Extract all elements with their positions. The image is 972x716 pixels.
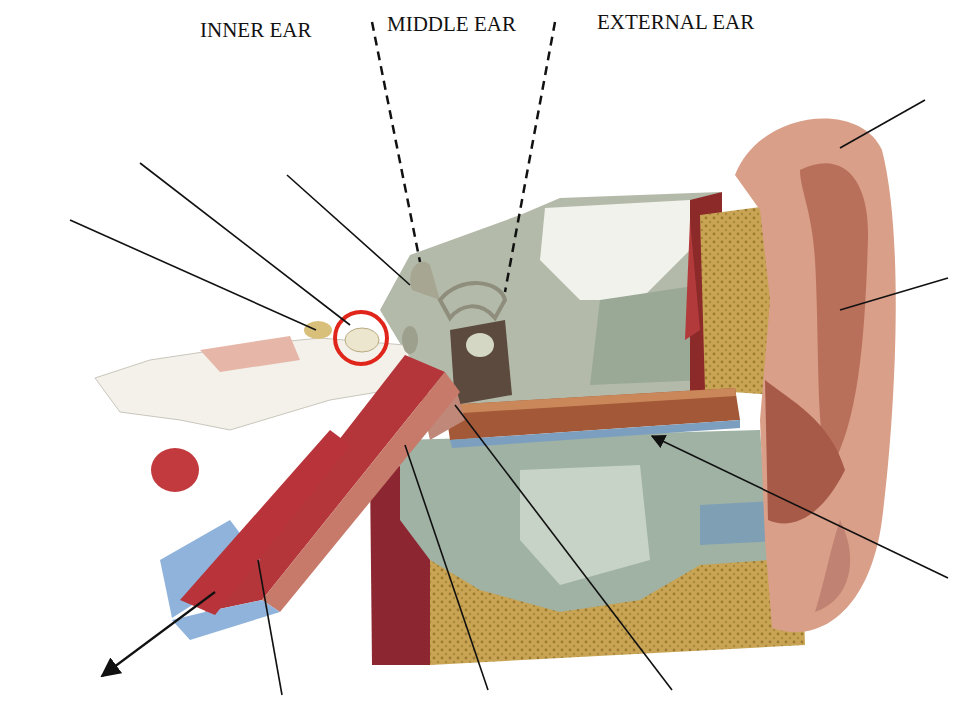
region-label: INNER EAR (198, 19, 313, 42)
region-divider (372, 22, 555, 292)
region-label: MIDDLE EAR (385, 13, 518, 36)
region-label: EXTERNAL EAR (595, 11, 756, 34)
lower-bone (370, 430, 805, 665)
label-anchor: MIDDLE EAR (385, 13, 518, 36)
auditory-tube (151, 355, 460, 640)
label-anchor: EXTERNAL EAR (595, 11, 756, 34)
leader-line (70, 100, 948, 695)
label-anchor: INNER EAR (198, 19, 313, 42)
auricle (735, 118, 896, 632)
